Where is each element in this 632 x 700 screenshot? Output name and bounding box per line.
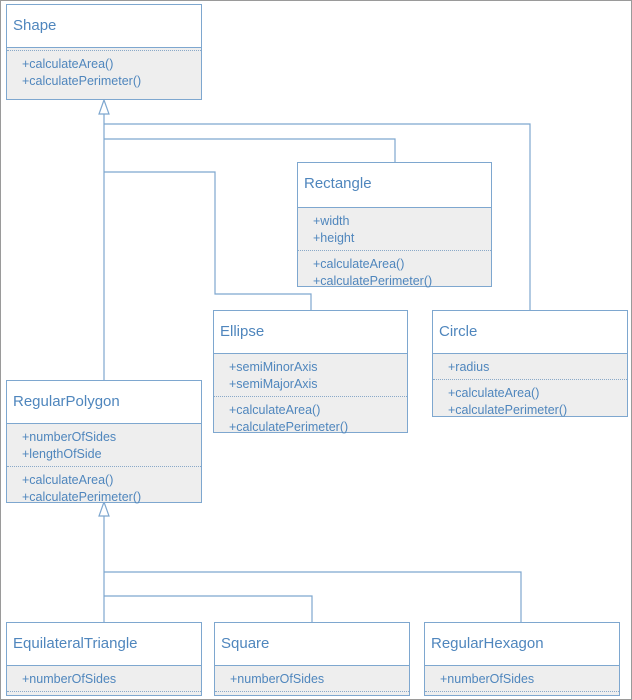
methods-section: +calculateArea() +calculatePerimeter() [7, 50, 201, 93]
method: +calculateArea() [22, 57, 114, 71]
attributes-section: +numberOfSides [215, 666, 409, 692]
class-ellipse[interactable]: Ellipse +semiMinorAxis +semiMajorAxis +c… [213, 310, 408, 434]
link-rectangle-to-shape [104, 138, 396, 162]
link-square-to-polygon [104, 595, 313, 622]
class-square[interactable]: Square +numberOfSides [214, 622, 410, 696]
method: +calculatePerimeter() [313, 274, 433, 288]
shape-generalization-arrowhead [98, 98, 110, 115]
method: +calculateArea() [229, 403, 321, 417]
attributes-section: +width +height [298, 208, 491, 250]
attribute: +radius [448, 360, 490, 374]
attribute: +numberOfSides [440, 672, 535, 686]
class-name: RegularPolygon [7, 381, 201, 423]
link-ellipse-to-shape [104, 171, 312, 310]
method: +calculateArea() [313, 257, 405, 271]
attribute: +numberOfSides [22, 430, 117, 444]
class-name: Rectangle [298, 163, 491, 205]
class-equilateral-triangle[interactable]: EquilateralTriangle +numberOfSides [6, 622, 202, 696]
polygon-generalization-arrowhead [98, 500, 110, 517]
method: +calculateArea() [22, 473, 114, 487]
attribute: +numberOfSides [230, 672, 325, 686]
class-compartments: +numberOfSides [215, 665, 409, 695]
attributes-section: +numberOfSides [425, 666, 619, 692]
methods-section: +calculateArea() +calculatePerimeter() [298, 250, 491, 293]
methods-section: +calculateArea() +calculatePerimeter() [433, 379, 627, 422]
attributes-section: +numberOfSides +lengthOfSide [7, 424, 201, 466]
methods-section: +calculateArea() +calculatePerimeter() [7, 466, 201, 509]
class-name: Shape [7, 5, 201, 47]
attribute: +width [313, 214, 350, 228]
class-compartments: +calculateArea() +calculatePerimeter() [7, 47, 201, 99]
attributes-section: +semiMinorAxis +semiMajorAxis [214, 354, 407, 396]
attribute: +numberOfSides [22, 672, 117, 686]
class-regular-hexagon[interactable]: RegularHexagon +numberOfSides [424, 622, 620, 696]
class-name: Square [215, 623, 409, 665]
class-name: Circle [433, 311, 627, 353]
class-compartments: +semiMinorAxis +semiMajorAxis +calculate… [214, 353, 407, 434]
link-circle-to-shape [104, 123, 531, 310]
class-shape[interactable]: Shape +calculateArea() +calculatePerimet… [6, 4, 202, 100]
class-compartments: +width +height +calculateArea() +calcula… [298, 207, 491, 288]
class-name: RegularHexagon [425, 623, 619, 665]
class-compartments: +numberOfSides +lengthOfSide +calculateA… [7, 423, 201, 504]
methods-section: +calculateArea() +calculatePerimeter() [214, 396, 407, 439]
attributes-section: +radius [433, 354, 627, 379]
method: +calculatePerimeter() [22, 74, 142, 88]
attribute: +height [313, 231, 355, 245]
method: +calculateArea() [448, 386, 540, 400]
class-name: EquilateralTriangle [7, 623, 201, 665]
class-compartments: +radius +calculateArea() +calculatePerim… [433, 353, 627, 417]
class-rectangle[interactable]: Rectangle +width +height +calculateArea(… [297, 162, 492, 288]
attribute: +lengthOfSide [22, 447, 102, 461]
class-compartments: +numberOfSides [425, 665, 619, 695]
method: +calculatePerimeter() [22, 490, 142, 504]
link-hexagon-to-polygon [104, 571, 522, 622]
class-name: Ellipse [214, 311, 407, 353]
method: +calculatePerimeter() [448, 403, 568, 417]
class-circle[interactable]: Circle +radius +calculateArea() +calcula… [432, 310, 628, 417]
class-compartments: +numberOfSides [7, 665, 201, 695]
attribute: +semiMinorAxis [229, 360, 318, 374]
class-regular-polygon[interactable]: RegularPolygon +numberOfSides +lengthOfS… [6, 380, 202, 504]
attribute: +semiMajorAxis [229, 377, 318, 391]
method: +calculatePerimeter() [229, 420, 349, 434]
attributes-section: +numberOfSides [7, 666, 201, 692]
